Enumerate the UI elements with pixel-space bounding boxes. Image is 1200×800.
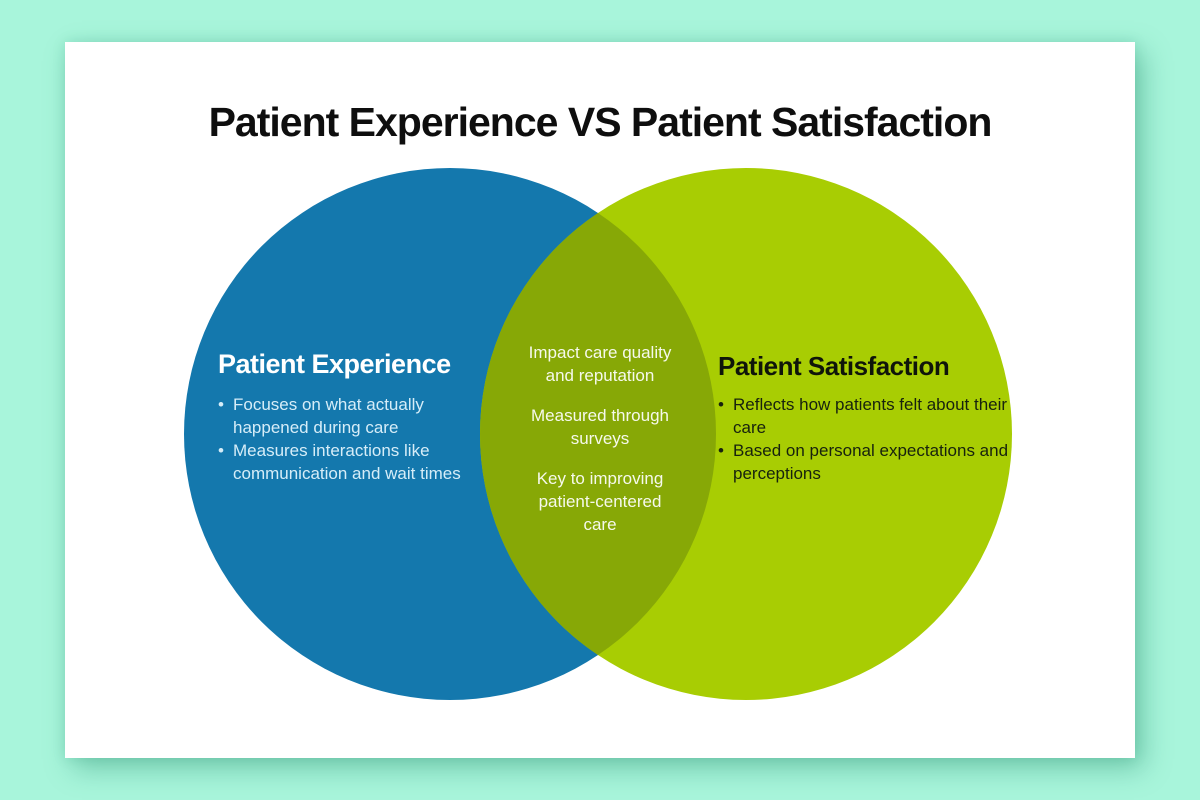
satisfaction-bullet: Based on personal expectations and perce… <box>718 439 1010 485</box>
satisfaction-heading: Patient Satisfaction <box>718 351 950 381</box>
page-title: Patient Experience VS Patient Satisfacti… <box>208 99 993 145</box>
overlap-item: Measured through surveys <box>531 406 669 448</box>
satisfaction-bullet: Reflects how patients felt about their c… <box>718 393 1010 439</box>
overlap-item: Impact care quality and reputation <box>528 343 672 385</box>
experience-heading: Patient Experience <box>218 349 451 379</box>
satisfaction-bullet-list: Reflects how patients felt about their c… <box>718 393 1010 485</box>
experience-bullet: Measures interactions like communication… <box>218 439 476 485</box>
overlap-item: Key to improving patient-centered care <box>536 469 664 534</box>
experience-bullet-list: Focuses on what actually happened during… <box>218 393 476 485</box>
experience-bullet: Focuses on what actually happened during… <box>218 393 476 439</box>
overlap-region <box>480 168 716 700</box>
overlap-text-block: Impact care quality and reputation Measu… <box>515 341 685 553</box>
